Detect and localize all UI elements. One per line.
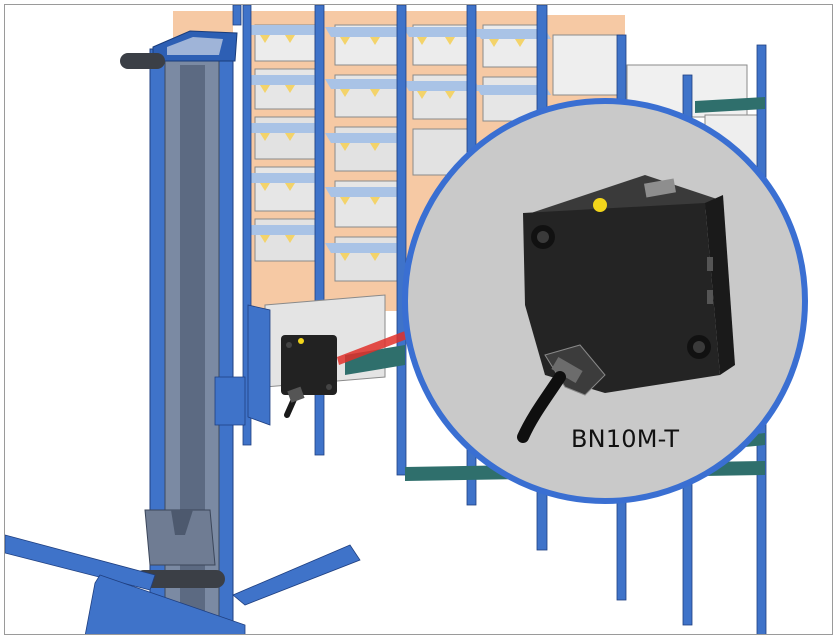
model-label: BN10M-T [571,425,680,453]
illustration-frame: BN10M-T [4,4,833,635]
small-sensor [281,331,407,418]
shelf-ledges [245,25,551,261]
cable-icon [517,371,566,443]
vertical-mast [5,30,361,634]
indicator-light-icon [593,198,607,212]
warehouse-illustration [5,5,808,634]
sensor-large [517,175,735,443]
